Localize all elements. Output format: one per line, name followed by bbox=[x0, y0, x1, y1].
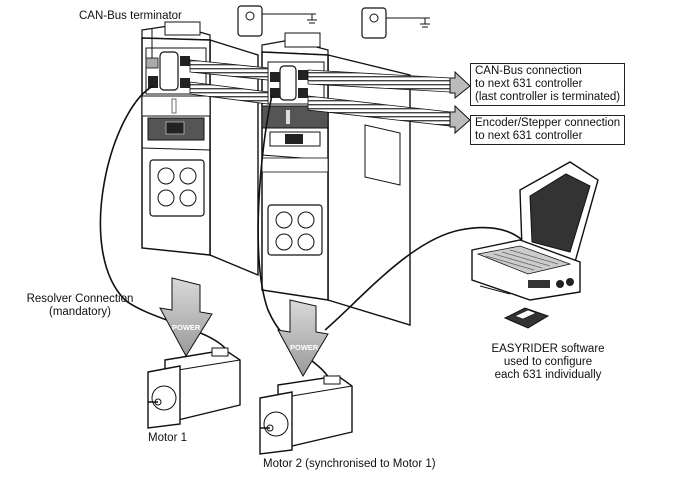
can-terminator-plug bbox=[145, 57, 159, 69]
power-arrow-1: POWER bbox=[159, 277, 213, 357]
motor-1-label: Motor 1 bbox=[148, 432, 187, 444]
can-bus-callout-line-1: CAN-Bus connection bbox=[475, 65, 582, 77]
resolver-connection-line-1: Resolver Connection bbox=[26, 293, 134, 305]
encoder-callout: Encoder/Stepper connection to next 631 c… bbox=[470, 115, 626, 145]
power-arrow-1-label: POWER bbox=[172, 323, 201, 332]
laptop bbox=[471, 161, 599, 301]
encoder-arrow bbox=[449, 104, 471, 135]
power-arrow-2: POWER bbox=[277, 299, 329, 378]
motor-2 bbox=[259, 375, 353, 455]
software-line-1: EASYRIDER software bbox=[491, 343, 605, 355]
can-bus-callout: CAN-Bus connection to next 631 controlle… bbox=[470, 63, 626, 106]
controller-2 bbox=[261, 7, 430, 326]
encoder-callout-line-1: Encoder/Stepper connection bbox=[475, 117, 621, 129]
floppy-disk bbox=[503, 307, 550, 329]
software-label: EASYRIDER software used to configure eac… bbox=[478, 343, 618, 382]
can-bus-callout-line-3: (last controller is terminated) bbox=[475, 91, 621, 103]
can-terminator-label: CAN-Bus terminator bbox=[79, 10, 182, 22]
resolver-connection-label: Resolver Connection (mandatory) bbox=[20, 293, 140, 319]
can-bus-arrow bbox=[449, 70, 471, 100]
software-line-2: used to configure bbox=[503, 356, 593, 368]
power-arrow-2-label: POWER bbox=[290, 343, 319, 352]
encoder-callout-line-2: to next 631 controller bbox=[475, 130, 583, 142]
ribbon-cables bbox=[189, 59, 451, 127]
software-line-3: each 631 individually bbox=[494, 369, 602, 381]
motor-1 bbox=[147, 347, 241, 429]
motor-2-label: Motor 2 (synchronised to Motor 1) bbox=[263, 458, 436, 470]
can-bus-callout-line-2: to next 631 controller bbox=[475, 78, 583, 90]
resolver-connection-line-2: (mandatory) bbox=[49, 306, 111, 318]
